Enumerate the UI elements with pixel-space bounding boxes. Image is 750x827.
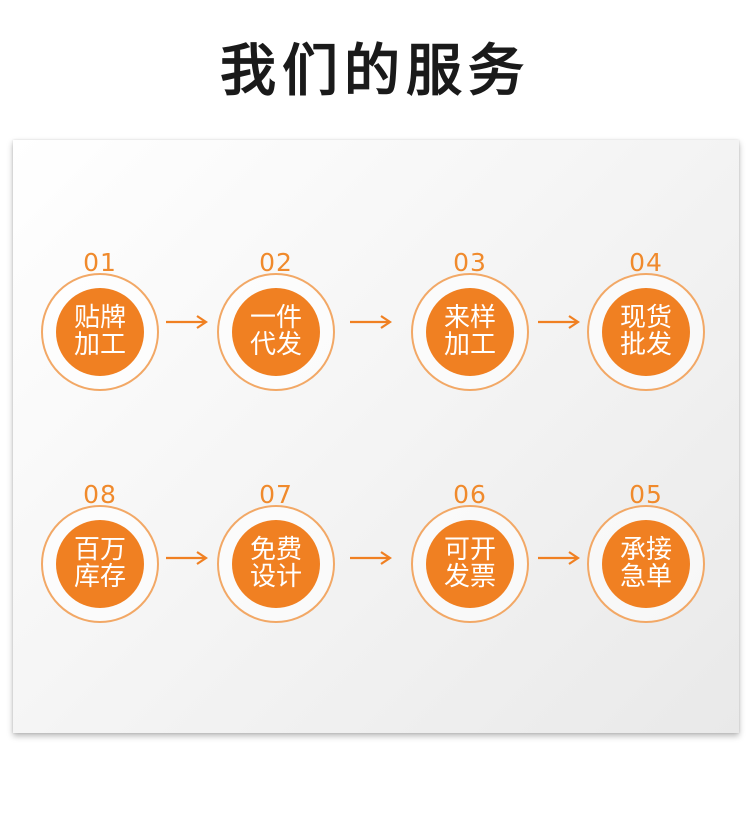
service-step-08: 08 百万库存 (35, 480, 165, 630)
page-title: 我们的服务 (220, 39, 530, 104)
step-ring: 百万库存 (41, 505, 159, 623)
step-label: 承接急单 (619, 535, 672, 592)
step-circle: 百万库存 (56, 520, 144, 608)
step-ring: 贴牌加工 (41, 273, 159, 391)
step-number: 08 (83, 480, 117, 509)
service-step-05: 05 承接急单 (581, 480, 711, 630)
step-number: 04 (629, 248, 663, 277)
step-number: 01 (83, 248, 117, 277)
services-panel: 01 贴牌加工 02 一件代发 03 来样加工 (13, 140, 739, 733)
arrow-right-icon (538, 551, 580, 565)
service-step-01: 01 贴牌加工 (35, 248, 165, 398)
step-label: 一件代发 (249, 303, 302, 360)
step-number: 07 (259, 480, 293, 509)
arrow-right-icon (166, 315, 208, 329)
step-circle: 承接急单 (602, 520, 690, 608)
step-label: 可开发票 (443, 535, 496, 592)
service-step-04: 04 现货批发 (581, 248, 711, 398)
step-circle: 免费设计 (232, 520, 320, 608)
step-number: 02 (259, 248, 293, 277)
step-circle: 贴牌加工 (56, 288, 144, 376)
step-ring: 现货批发 (587, 273, 705, 391)
step-circle: 现货批发 (602, 288, 690, 376)
service-step-07: 07 免费设计 (211, 480, 341, 630)
arrow-right-icon (350, 315, 392, 329)
service-step-02: 02 一件代发 (211, 248, 341, 398)
arrow-right-icon (350, 551, 392, 565)
step-circle: 来样加工 (426, 288, 514, 376)
step-circle: 一件代发 (232, 288, 320, 376)
step-ring: 可开发票 (411, 505, 529, 623)
step-ring: 免费设计 (217, 505, 335, 623)
step-label: 免费设计 (249, 535, 302, 592)
step-number: 06 (453, 480, 487, 509)
arrow-right-icon (538, 315, 580, 329)
step-number: 03 (453, 248, 487, 277)
step-circle: 可开发票 (426, 520, 514, 608)
step-number: 05 (629, 480, 663, 509)
step-ring: 一件代发 (217, 273, 335, 391)
step-ring: 来样加工 (411, 273, 529, 391)
step-ring: 承接急单 (587, 505, 705, 623)
step-label: 百万库存 (73, 535, 126, 592)
service-step-03: 03 来样加工 (405, 248, 535, 398)
step-label: 来样加工 (443, 303, 496, 360)
step-label: 现货批发 (619, 303, 672, 360)
arrow-right-icon (166, 551, 208, 565)
service-step-06: 06 可开发票 (405, 480, 535, 630)
step-label: 贴牌加工 (73, 303, 126, 360)
